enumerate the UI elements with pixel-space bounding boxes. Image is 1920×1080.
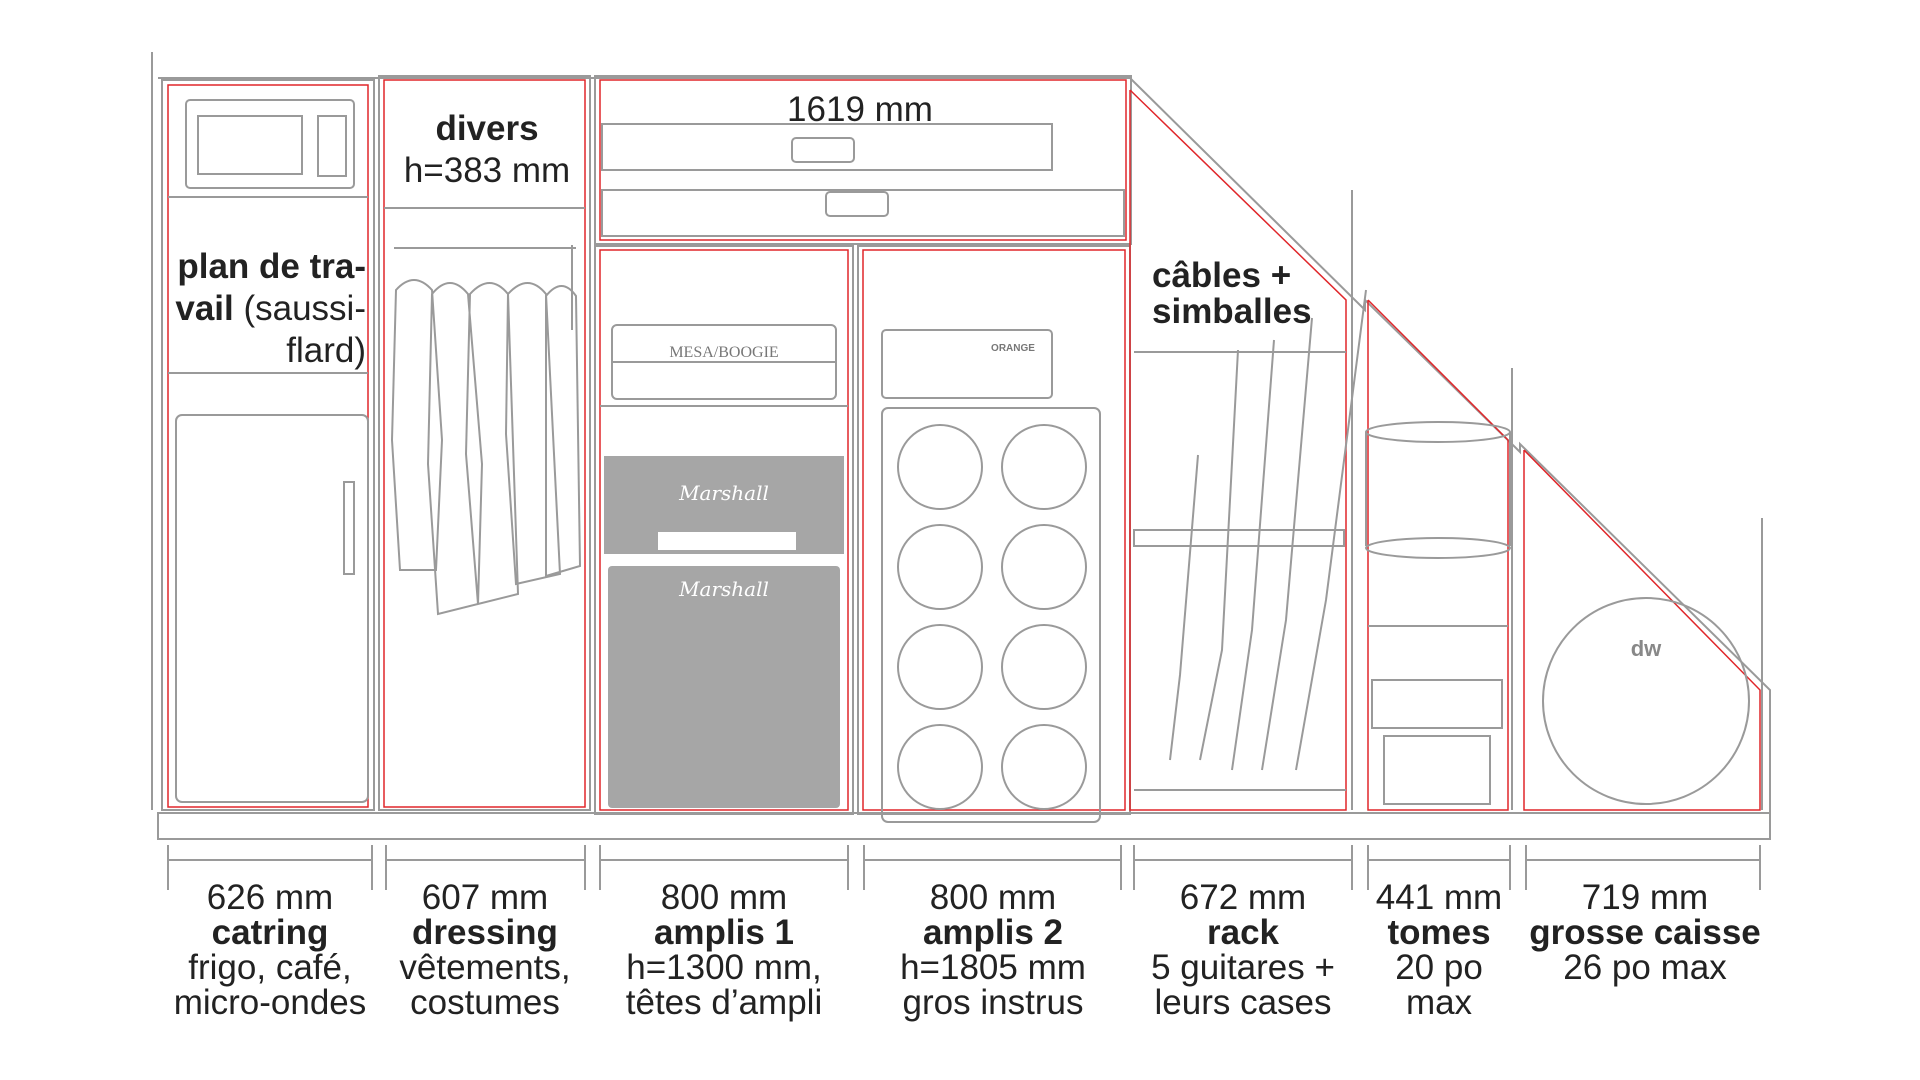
section-desc-1: 20 po [1395,948,1483,987]
section-width: 626 mm [206,878,334,917]
cables-label: câbles + simballes [1152,258,1372,330]
section-desc-1: frigo, café, [188,948,352,987]
tom-drum [1365,421,1511,443]
section-name: grosse caisse [1529,913,1761,952]
section-label-dressing: 607 mm dressing vêtements, costumes [385,880,585,1020]
section-desc-2: max [1405,983,1473,1022]
divers-height: h=383 mm [403,151,571,190]
amps2-unit [857,245,1131,823]
dimension-lines [167,845,1761,890]
amps1-unit [594,75,1132,815]
fridge [175,414,369,803]
snare-drum [1371,679,1503,729]
rack-unit [1129,89,1367,811]
orange-head [881,329,1053,399]
mesa-logo: MESA/BOOGIE [669,344,778,361]
speaker-cabinet [881,407,1101,823]
section-desc-2: têtes d’ampli [625,983,823,1022]
section-label-catering: 626 mm catring frigo, café, micro-ondes [170,880,370,1020]
toms-unit [1365,299,1511,811]
section-width: 607 mm [421,878,549,917]
section-width: 441 mm [1375,878,1503,917]
section-label-rack: 672 mm rack 5 guitares + leurs cases [1134,880,1352,1020]
dressing-unit [378,75,591,811]
section-desc-1: h=1805 mm [900,948,1086,987]
marshall-cab-logo: Marshall [678,577,769,601]
section-label-amplis-2: 800 mm amplis 2 h=1805 mm gros instrus [864,880,1122,1020]
section-desc-1: 26 po max [1563,948,1727,987]
cables-line1: câbles + [1152,256,1292,295]
bass-drum [1542,597,1750,805]
flight-case-2 [601,189,1125,237]
orange-logo: ORANGE [991,343,1035,354]
cables-line2: simballes [1152,292,1312,331]
section-label-grosse-caisse: 719 mm grosse caisse 26 po max [1520,880,1770,985]
clothes [390,279,582,616]
catering-worktop-label: plan de tra- vail (saussi- flard) [170,246,366,372]
section-desc-2: leurs cases [1154,983,1332,1022]
guitars [1169,289,1367,771]
divers-title: divers [435,109,539,148]
section-desc-2: micro-ondes [173,983,367,1022]
section-desc-1: vêtements, [399,948,571,987]
section-label-amplis-1: 800 mm amplis 1 h=1300 mm, têtes d’ampli [600,880,848,1020]
speakers [897,424,1087,810]
section-name: amplis 1 [653,913,795,952]
worktop-line3: flard) [286,331,366,370]
microwave [185,99,355,189]
bass-drum-unit [1523,449,1761,811]
section-width: 800 mm [929,878,1057,917]
worktop-line2-rest: (saussi- [233,289,366,328]
staircase-outline [158,77,1771,813]
section-name: rack [1206,913,1280,952]
section-width: 800 mm [660,878,788,917]
divers-label: divers h=383 mm [392,108,582,192]
marshall-head-logo: Marshall [678,481,769,505]
section-label-tomes: 441 mm tomes 20 po max [1364,880,1514,1020]
section-desc-2: costumes [410,983,560,1022]
section-desc-1: h=1300 mm, [626,948,822,987]
top-dimension-label: 1619 mm [787,90,933,129]
section-name: dressing [412,913,558,952]
section-width: 719 mm [1581,878,1709,917]
worktop-line2: vail [175,289,234,328]
section-width: 672 mm [1179,878,1307,917]
section-desc-2: gros instrus [902,983,1084,1022]
section-name: catring [211,913,329,952]
base-plinth [157,812,1771,840]
section-desc-1: 5 guitares + [1151,948,1335,987]
catering-unit [161,79,375,811]
marshall-stack [604,456,844,808]
section-name: amplis 2 [922,913,1064,952]
worktop-line1: plan de tra- [177,247,366,286]
section-name: tomes [1387,913,1491,952]
dw-logo: dw [1631,636,1662,661]
flight-case-1 [601,123,1053,171]
